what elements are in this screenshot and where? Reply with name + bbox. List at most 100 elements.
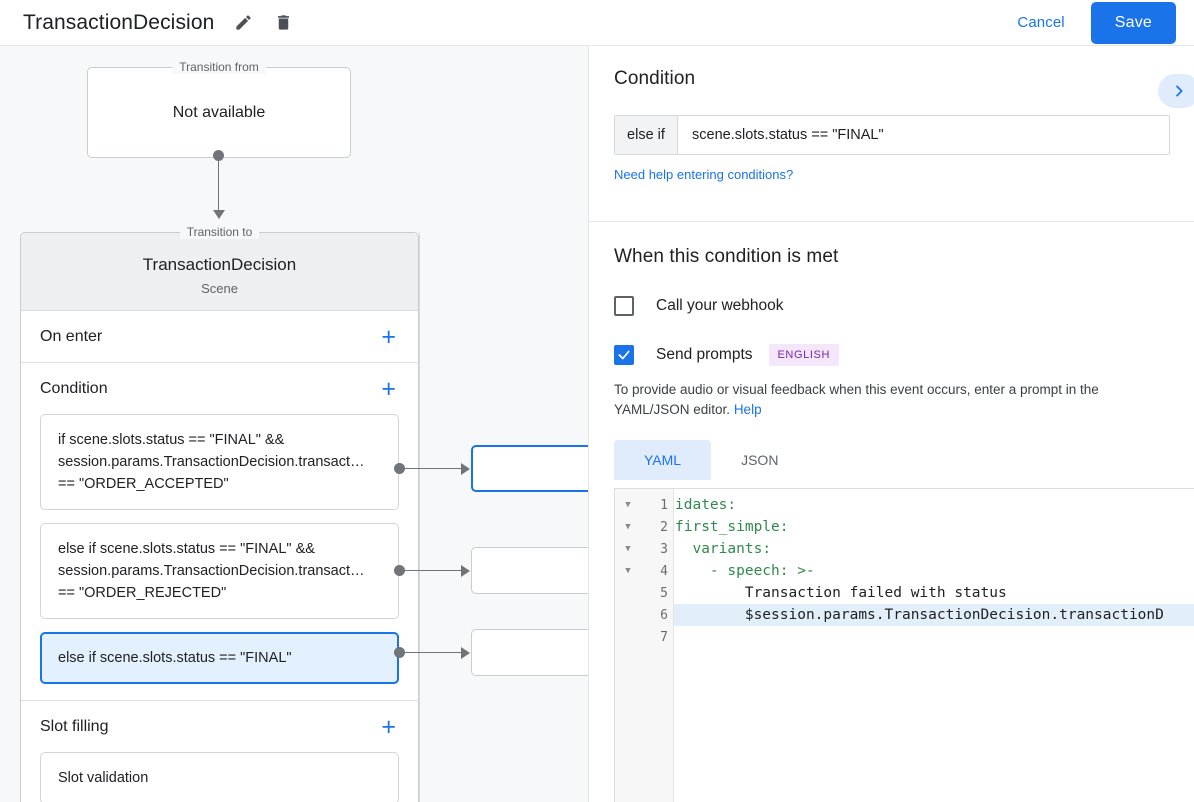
scene-subtitle: Scene (201, 281, 238, 296)
condition-list-item[interactable]: if scene.slots.status == "FINAL" && sess… (40, 414, 399, 510)
slot-validation-item[interactable]: Slot validation (40, 752, 399, 802)
app-header: TransactionDecision Cancel Save (0, 0, 1194, 46)
condition-detail-panel: Condition else if scene.slots.status == … (588, 46, 1194, 802)
section-condition: Condition + if scene.slots.status == "FI… (21, 363, 418, 701)
line-number: 3 (660, 541, 668, 557)
condition-connector-dot (394, 565, 405, 576)
add-on-enter-button[interactable]: + (381, 323, 396, 351)
panel-divider (589, 221, 1194, 222)
line-number: 4 (660, 563, 668, 579)
condition-connector-arrowhead (461, 647, 470, 659)
save-button[interactable]: Save (1090, 1, 1176, 44)
send-prompts-label: Send prompts (656, 346, 753, 363)
condition-connector-line (400, 570, 466, 571)
condition-connector-arrowhead (461, 463, 470, 475)
section-on-enter: On enter + (21, 311, 418, 363)
scene-canvas[interactable]: Transition from Not available Transition… (0, 46, 588, 802)
code-editor[interactable]: ▼1 ▼2 ▼3 ▼4 5 6 7 idates: first_simple: … (614, 488, 1194, 802)
editor-gutter: ▼1 ▼2 ▼3 ▼4 5 6 7 (615, 489, 674, 802)
condition-connector-line (400, 652, 466, 653)
send-prompts-row[interactable]: Send prompts ENGLISH (614, 344, 1170, 366)
panel-title: Condition (614, 68, 696, 89)
editor-format-tabs: YAML JSON (614, 440, 1170, 480)
yaml-rest: : (727, 497, 737, 513)
canvas-rail (419, 232, 420, 802)
scene-name: TransactionDecision (142, 255, 297, 274)
section-title-on-enter: On enter (40, 328, 103, 345)
gutter-row: 5 (615, 582, 673, 604)
slot-filling-list: Slot validation (21, 752, 418, 802)
yaml-key: first_simple (675, 519, 780, 535)
add-condition-button[interactable]: + (381, 375, 396, 403)
transition-to-card: Transition to TransactionDecision Scene … (20, 225, 419, 802)
section-header-condition: Condition + (21, 363, 418, 414)
code-line: first_simple: (674, 516, 1194, 538)
yaml-rest: Transaction failed with status (675, 585, 1007, 601)
yaml-key: - speech (675, 563, 780, 579)
webhook-row[interactable]: Call your webhook (614, 296, 1170, 316)
canvas-inner: Transition from Not available Transition… (0, 46, 588, 802)
gutter-row: 7 (615, 626, 673, 648)
gutter-row: 6 (615, 604, 673, 626)
yaml-key: idates (675, 497, 728, 513)
section-title-condition: Condition (40, 380, 108, 397)
transition-target-box[interactable] (471, 629, 588, 676)
condition-connector-arrowhead (461, 565, 470, 577)
transition-target-box[interactable] (471, 445, 588, 492)
condition-help-link[interactable]: Need help entering conditions? (614, 167, 794, 182)
code-line: idates: (674, 494, 1194, 516)
line-number: 2 (660, 519, 668, 535)
connector-line (218, 156, 219, 214)
transition-target-box[interactable] (471, 547, 588, 594)
tab-json[interactable]: JSON (741, 452, 779, 468)
add-slot-filling-button[interactable]: + (381, 713, 396, 741)
tab-yaml[interactable]: YAML (614, 440, 712, 480)
code-line: variants: (674, 538, 1194, 560)
trash-icon[interactable] (272, 12, 294, 34)
transition-from-value: Not available (172, 103, 266, 121)
gutter-row: ▼3 (615, 538, 673, 560)
prompts-description-text: To provide audio or visual feedback when… (614, 382, 1099, 417)
connector-dot (213, 150, 224, 161)
fold-toggle-icon[interactable]: ▼ (625, 544, 631, 554)
fold-toggle-icon[interactable]: ▼ (625, 500, 631, 510)
line-number: 6 (660, 607, 668, 623)
condition-connector-line (400, 468, 466, 469)
section-slot-filling: Slot filling + Slot validation (21, 701, 418, 802)
condition-connector-dot (394, 463, 405, 474)
condition-list: if scene.slots.status == "FINAL" && sess… (21, 414, 418, 700)
code-line: Transaction failed with status (674, 582, 1194, 604)
language-badge: ENGLISH (768, 344, 839, 366)
call-webhook-label: Call your webhook (656, 297, 784, 314)
section-title-slot-filling: Slot filling (40, 718, 109, 735)
prompts-help-link[interactable]: Help (733, 402, 762, 417)
line-number: 7 (660, 629, 668, 645)
fold-toggle-icon[interactable]: ▼ (625, 522, 631, 532)
code-line: - speech: >- (674, 560, 1194, 582)
condition-list-item[interactable]: else if scene.slots.status == "FINAL" (40, 632, 399, 684)
chevron-right-icon[interactable] (1158, 74, 1194, 108)
pencil-icon[interactable] (232, 12, 254, 34)
transition-from-legend: Transition from (172, 60, 266, 74)
yaml-key: variants (675, 541, 763, 557)
send-prompts-checkbox[interactable] (614, 345, 634, 365)
condition-list-item[interactable]: else if scene.slots.status == "FINAL" &&… (40, 523, 399, 619)
condition-prefix-label: else if (615, 116, 678, 154)
gutter-row: ▼4 (615, 560, 673, 582)
fold-toggle-icon[interactable]: ▼ (625, 566, 631, 576)
connector-arrowhead (213, 210, 225, 219)
section-header-slot-filling: Slot filling + (21, 701, 418, 752)
editor-code-area[interactable]: idates: first_simple: variants: - speech… (674, 489, 1194, 802)
panel-when-met-section: When this condition is met Call your web… (589, 222, 1194, 480)
scene-header[interactable]: TransactionDecision Scene (21, 233, 418, 311)
transition-to-legend: Transition to (179, 225, 260, 239)
when-condition-met-title: When this condition is met (614, 246, 839, 267)
cancel-button[interactable]: Cancel (1003, 6, 1078, 39)
condition-expression-input[interactable]: scene.slots.status == "FINAL" (678, 116, 1169, 154)
call-webhook-checkbox[interactable] (614, 296, 634, 316)
condition-input-row[interactable]: else if scene.slots.status == "FINAL" (614, 115, 1170, 155)
yaml-rest: : (779, 519, 789, 535)
gutter-row: ▼2 (615, 516, 673, 538)
code-line: $session.params.TransactionDecision.tran… (674, 604, 1194, 626)
